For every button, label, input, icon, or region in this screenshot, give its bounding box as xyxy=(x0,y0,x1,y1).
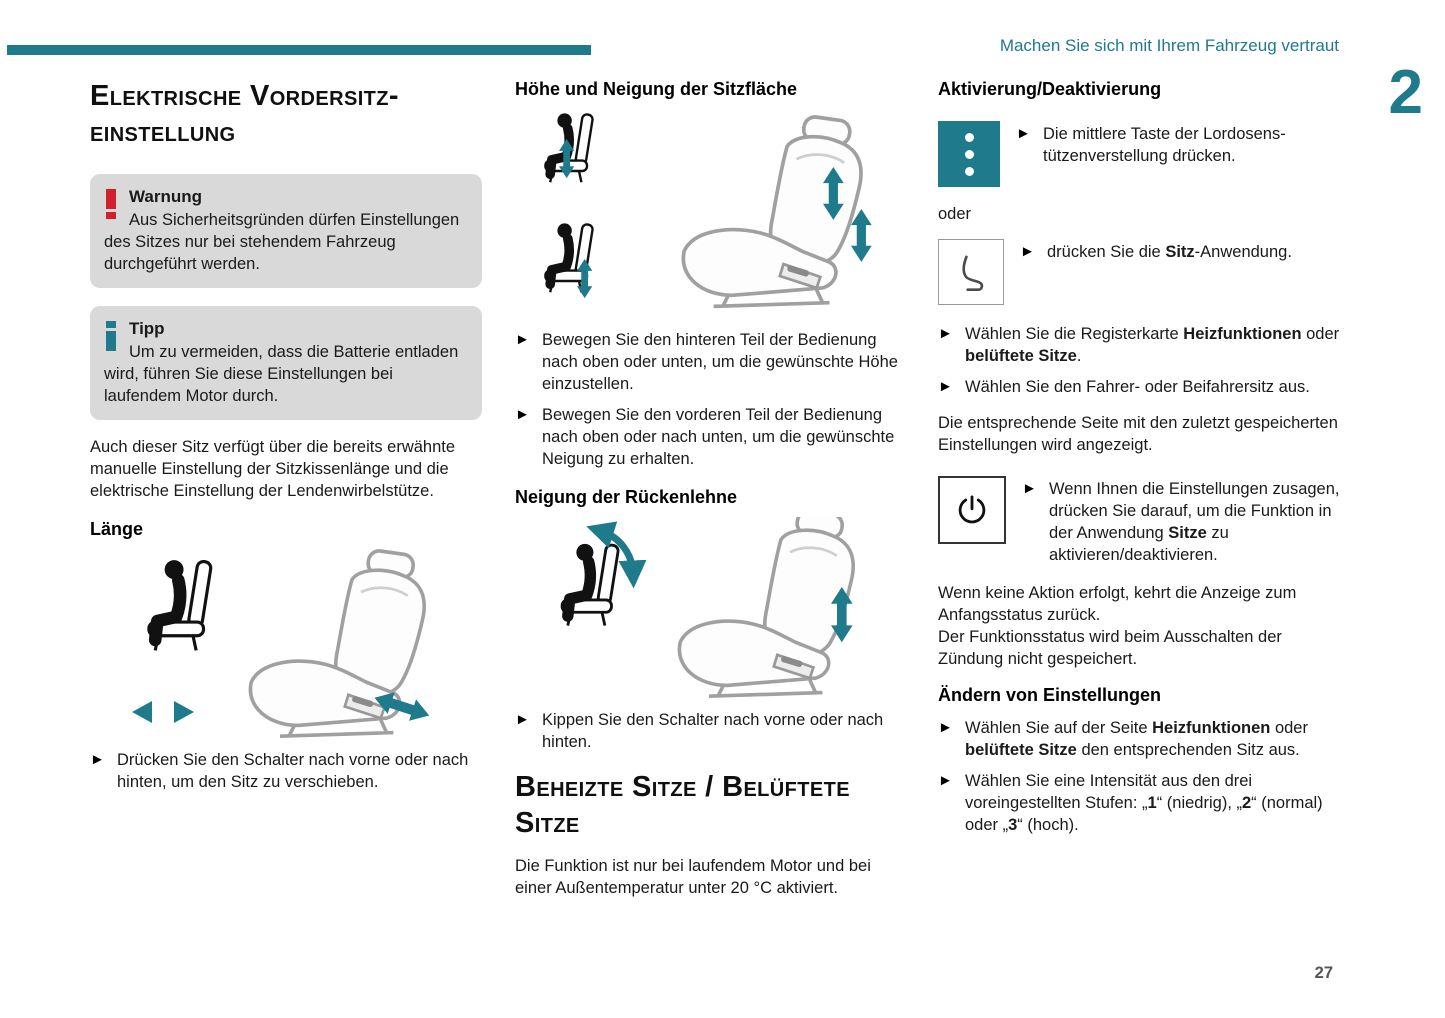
aendern-bullet-2-text: Wählen Sie eine Intensität aus den drei … xyxy=(965,772,1323,834)
warning-icon xyxy=(105,189,116,219)
column-left: Elektrische Vordersitz-einstellung Warnu… xyxy=(90,78,482,793)
hoehe-bullet-1: ► Bewegen Sie den hinteren Teil der Bedi… xyxy=(515,329,907,395)
hoehe-bullet-1-text: Bewegen Sie den hinteren Teil der Bedien… xyxy=(542,331,898,393)
seat-app-bullet: ► drücken Sie die Sitz-Anwendung. xyxy=(1020,241,1340,263)
warning-title: Warnung xyxy=(129,187,203,206)
lumbar-bullet-text: Die mittlere Taste der Lordosens­tützenv… xyxy=(1043,125,1286,165)
seat-height-tilt-illustration xyxy=(515,109,872,309)
power-bullet: ► Wenn Ihnen die Einstellungen zu­sagen,… xyxy=(1022,478,1340,566)
tab-bullet: ► Wählen Sie die Registerkarte Heizfunkt… xyxy=(938,323,1340,367)
aendern-heading: Ändern von Einstellungen xyxy=(938,685,1162,705)
warning-text: Aus Sicherheitsgründen dürfen Einstellun… xyxy=(104,211,460,273)
chapter-number: 2 xyxy=(1388,58,1423,127)
intro-paragraph: Auch dieser Sitz verfügt über die bereit… xyxy=(90,438,456,500)
neigung-heading: Neigung der Rückenlehne xyxy=(515,487,738,507)
page-title: Elektrische Vordersitz-einstellung xyxy=(90,80,399,148)
laenge-bullet-text: Drücken Sie den Schalter nach vorne oder… xyxy=(117,751,469,791)
oder-text: oder xyxy=(938,205,972,223)
seat-app-row: ► drücken Sie die Sitz-Anwendung. xyxy=(938,239,1340,305)
section-title: Beheizte Sitze / Belüftete Sitze xyxy=(515,771,850,839)
neigung-bullet: ► Kippen Sie den Schalter nach vorne ode… xyxy=(515,709,907,753)
power-bullet-text: Wenn Ihnen die Einstellungen zu­sagen, d… xyxy=(1049,480,1340,564)
power-icon xyxy=(938,476,1006,544)
bullet-arrow-icon: ► xyxy=(1016,125,1031,142)
seat-select-bullet-text: Wählen Sie den Fahrer- oder Beifahrersit… xyxy=(965,378,1310,396)
page-shown-text: Die entsprechende Seite mit den zuletzt … xyxy=(938,414,1338,454)
aendern-bullet-2: ► Wählen Sie eine Intensität aus den dre… xyxy=(938,770,1340,836)
bullet-arrow-icon: ► xyxy=(515,406,530,423)
hoehe-bullet-2: ► Bewegen Sie den vorderen Teil der Bedi… xyxy=(515,404,907,470)
tip-box: Tipp Um zu vermeiden, dass die Batterie … xyxy=(90,306,482,420)
bullet-arrow-icon: ► xyxy=(938,378,953,395)
section-text: Die Funktion ist nur bei laufendem Motor… xyxy=(515,857,871,897)
bullet-arrow-icon: ► xyxy=(1020,243,1035,260)
top-rule xyxy=(7,45,591,55)
backrest-tilt-illustration xyxy=(515,517,855,699)
bullet-arrow-icon: ► xyxy=(1022,480,1037,497)
seat-length-illustration xyxy=(132,549,433,739)
neigung-bullet-text: Kippen Sie den Schalter nach vorne oder … xyxy=(542,711,884,751)
hoehe-bullet-2-text: Bewegen Sie den vorderen Teil der Bedien… xyxy=(542,406,895,468)
note-text-2: Der Funktionsstatus wird beim Ausschalte… xyxy=(938,628,1282,668)
page-number: 27 xyxy=(1314,964,1333,982)
laenge-heading: Länge xyxy=(90,519,144,539)
aendern-bullet-1: ► Wählen Sie auf der Seite Heizfunktione… xyxy=(938,717,1340,761)
seat-app-icon xyxy=(938,239,1004,305)
lumbar-bullet: ► Die mittlere Taste der Lordosens­tütze… xyxy=(1016,123,1340,167)
tip-title: Tipp xyxy=(129,319,165,338)
tab-bullet-text: Wählen Sie die Registerkarte Heizfunktio… xyxy=(965,325,1340,365)
power-row: ► Wenn Ihnen die Einstellungen zu­sagen,… xyxy=(938,476,1340,566)
note-text-1: Wenn keine Aktion erfolgt, kehrt die Anz… xyxy=(938,584,1297,624)
tip-text: Um zu vermeiden, dass die Batterie entla… xyxy=(104,343,459,405)
info-icon xyxy=(105,321,116,351)
aendern-bullet-1-text: Wählen Sie auf der Seite Heizfunktionen … xyxy=(965,719,1308,759)
seat-app-bullet-text: drücken Sie die Sitz-Anwendung. xyxy=(1047,243,1292,261)
lumbar-row: ► Die mittlere Taste der Lordosens­tütze… xyxy=(938,121,1340,187)
lumbar-button-icon xyxy=(938,121,1000,187)
hoehe-heading: Höhe und Neigung der Sitzfläche xyxy=(515,79,798,99)
bullet-arrow-icon: ► xyxy=(938,772,953,789)
bullet-arrow-icon: ► xyxy=(938,719,953,736)
column-middle: Höhe und Neigung der Sitzfläche ► Bewege… xyxy=(515,78,907,899)
bullet-arrow-icon: ► xyxy=(515,331,530,348)
seat-select-bullet: ► Wählen Sie den Fahrer- oder Beifahrers… xyxy=(938,376,1340,398)
warning-box: Warnung Aus Sicherheitsgründen dürfen Ei… xyxy=(90,174,482,288)
laenge-bullet: ► Drücken Sie den Schalter nach vorne od… xyxy=(90,749,482,793)
aktivierung-heading: Aktivierung/Deaktivierung xyxy=(938,79,1162,99)
running-header: Machen Sie sich mit Ihrem Fahrzeug vertr… xyxy=(999,36,1339,55)
bullet-arrow-icon: ► xyxy=(515,711,530,728)
column-right: Aktivierung/Deaktivierung ► Die mittlere… xyxy=(938,78,1340,836)
bullet-arrow-icon: ► xyxy=(938,325,953,342)
bullet-arrow-icon: ► xyxy=(90,751,105,768)
